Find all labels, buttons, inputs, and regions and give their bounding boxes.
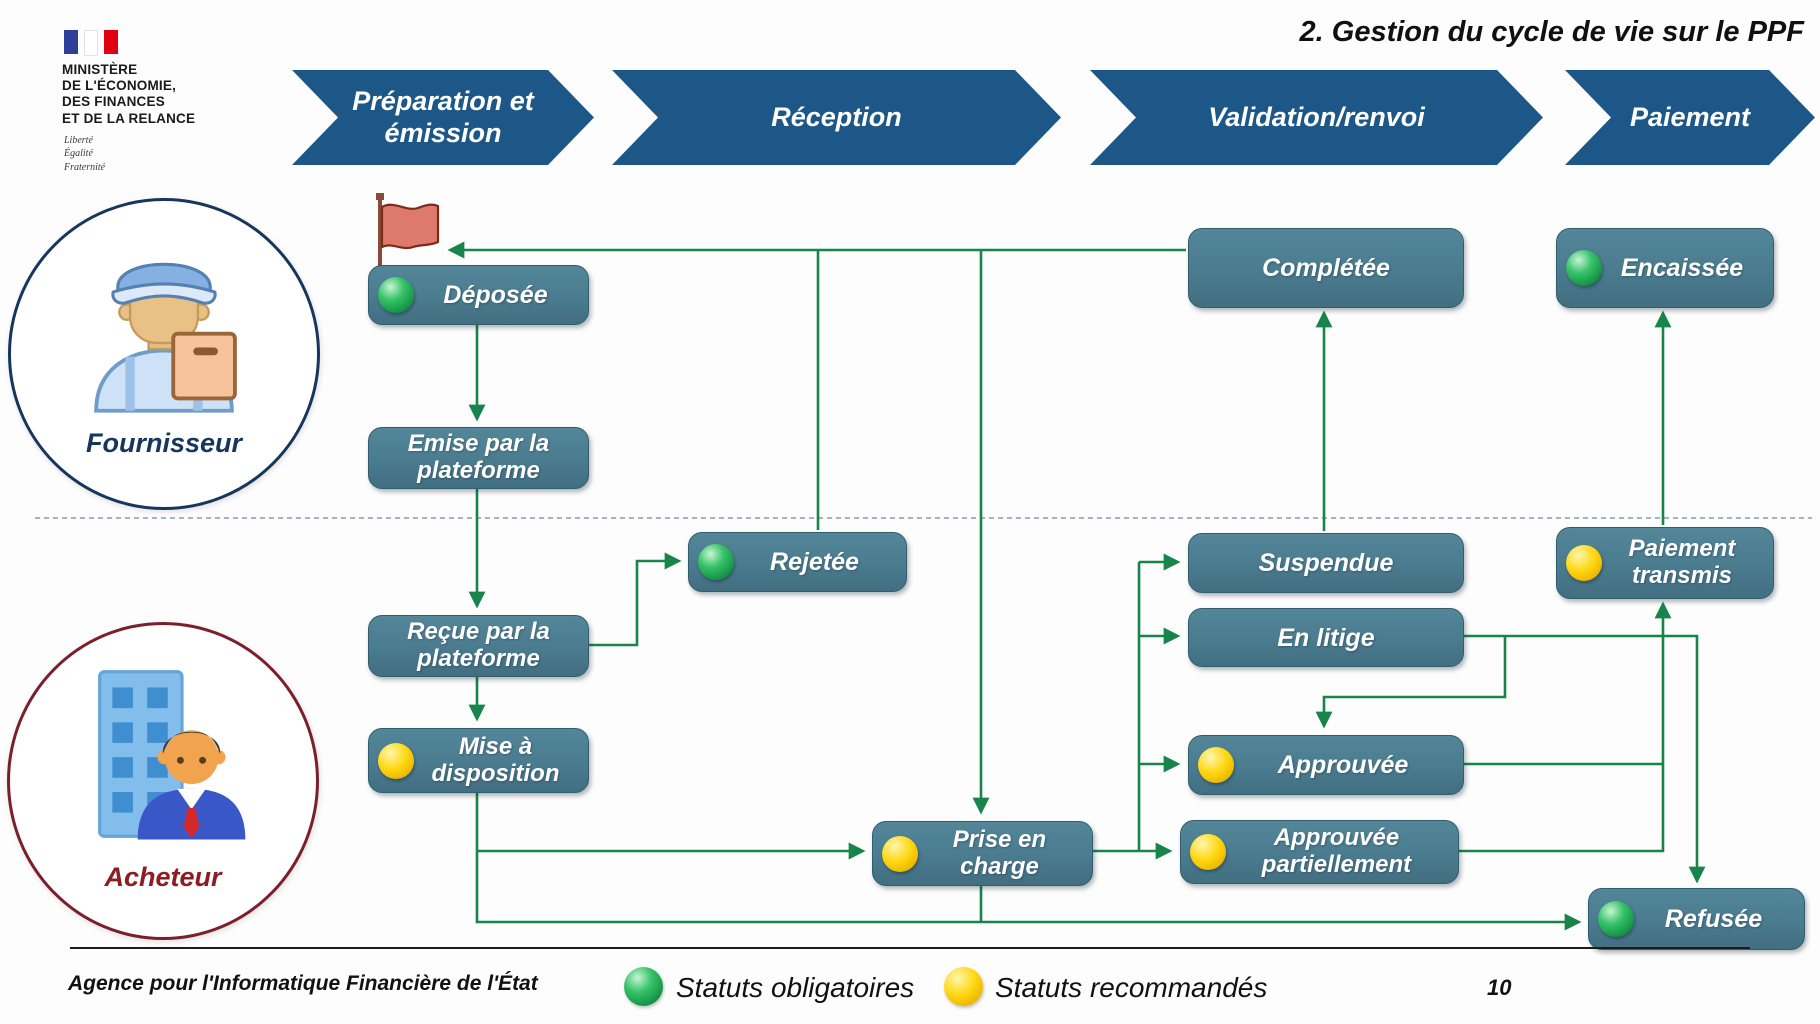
phase-label: Réception [771, 101, 902, 132]
page-title: 2. Gestion du cycle de vie sur le PPF [1299, 16, 1804, 48]
actor-fournisseur: Fournisseur [8, 198, 320, 510]
status-box-mise-a-disposition: Mise à disposition [368, 728, 589, 793]
legend-recommended-dot-icon [944, 967, 983, 1006]
status-label: Encaissée [1620, 254, 1744, 282]
status-box-recue: Reçue par la plateforme [368, 615, 589, 677]
ministry-name-line: MINISTÈRE [62, 62, 138, 77]
status-box-suspendue: Suspendue [1188, 533, 1464, 593]
status-label: Refusée [1664, 905, 1763, 933]
footer-agency-text: Agence pour l'Informatique Financière de… [68, 972, 538, 995]
legend-mandatory-label: Statuts obligatoires [676, 972, 915, 1003]
recommended-status-dot-icon [882, 835, 918, 872]
status-box-refusee: Refusée [1588, 888, 1805, 950]
status-box-completee: Complétée [1188, 228, 1464, 308]
flag-red-stripe [104, 30, 118, 54]
status-box-en-litige: En litige [1188, 608, 1464, 667]
footer-divider [70, 947, 1750, 949]
flag-blue-stripe [64, 30, 78, 54]
mandatory-status-dot-icon [1566, 250, 1602, 286]
status-label: En litige [1277, 623, 1375, 652]
phase-label: Validation/renvoi [1208, 101, 1425, 132]
status-label: Paiement transmis [1628, 535, 1736, 589]
delivery-person-icon [94, 262, 237, 413]
french-flag-icon [64, 30, 282, 56]
phase-chevron-validation-renvoi: Validation/renvoi [1090, 70, 1543, 165]
actor-label-fournisseur: Fournisseur [85, 428, 243, 458]
phase-chevron-reception: Réception [612, 70, 1061, 165]
status-box-paiement-transmis: Paiement transmis [1556, 527, 1774, 599]
actor-acheteur: Acheteur [7, 622, 319, 940]
mandatory-status-dot-icon [378, 277, 414, 313]
status-box-prise-en-charge: Prise en charge [872, 821, 1093, 886]
status-label: Approuvée partiellement [1261, 824, 1412, 878]
status-label: Prise en charge [952, 825, 1047, 880]
ministry-logo: MINISTÈRE DE L'ÉCONOMIE, DES FINANCES ET… [62, 30, 282, 174]
phase-chevron-preparation-emission: Préparation et émission [292, 70, 594, 165]
status-label: Mise à disposition [431, 732, 560, 787]
status-box-approuvee-partiellement: Approuvée partiellement [1180, 820, 1459, 884]
status-label: Reçue par la plateforme [407, 618, 550, 672]
status-label: Déposée [443, 281, 548, 309]
connector-en-litige-refusee [1462, 634, 1706, 884]
flag-white-stripe [84, 30, 98, 56]
motto-line: Égalité [64, 148, 93, 160]
recommended-status-dot-icon [1566, 545, 1602, 581]
status-box-deposee: Déposée [368, 265, 589, 325]
motto-line: Liberté [64, 134, 93, 146]
connector-approuvee-part-paiement-transmis [1459, 601, 1672, 853]
status-label: Approuvée [1277, 751, 1409, 779]
legend-recommended-label: Statuts recommandés [995, 972, 1268, 1003]
phase-chevron-paiement: Paiement [1565, 70, 1815, 165]
status-box-approuvee: Approuvée [1188, 735, 1464, 795]
page-number: 10 [1487, 975, 1512, 1000]
recommended-status-dot-icon [1198, 747, 1234, 783]
ministry-name-line: DE L'ÉCONOMIE, [62, 78, 177, 94]
legend-mandatory-dot-icon [624, 967, 663, 1006]
recommended-status-dot-icon [378, 742, 414, 779]
phase-label: Préparation et émission [352, 86, 534, 148]
connector-recue-rejetee [589, 552, 682, 647]
recommended-status-dot-icon [1190, 834, 1226, 870]
status-label: Suspendue [1258, 549, 1394, 577]
mandatory-status-dot-icon [1598, 901, 1634, 937]
status-box-rejetee: Rejetée [688, 532, 907, 592]
new-version-flag-icon [376, 193, 440, 274]
mandatory-status-dot-icon [698, 544, 734, 580]
status-box-encaissee: Encaissée [1556, 228, 1774, 308]
buyer-person-icon [98, 670, 246, 840]
phase-label: Paiement [1629, 101, 1751, 132]
status-label: Rejetée [770, 548, 859, 576]
status-box-emise: Emise par la plateforme [368, 427, 589, 489]
status-label: Complétée [1262, 254, 1390, 282]
motto-line: Fraternité [64, 161, 106, 173]
ministry-name-line: DES FINANCES [62, 94, 165, 110]
status-label: Emise par la plateforme [407, 430, 550, 484]
actor-label-acheteur: Acheteur [104, 862, 222, 892]
ministry-name-line: ET DE LA RELANCE [62, 110, 196, 126]
